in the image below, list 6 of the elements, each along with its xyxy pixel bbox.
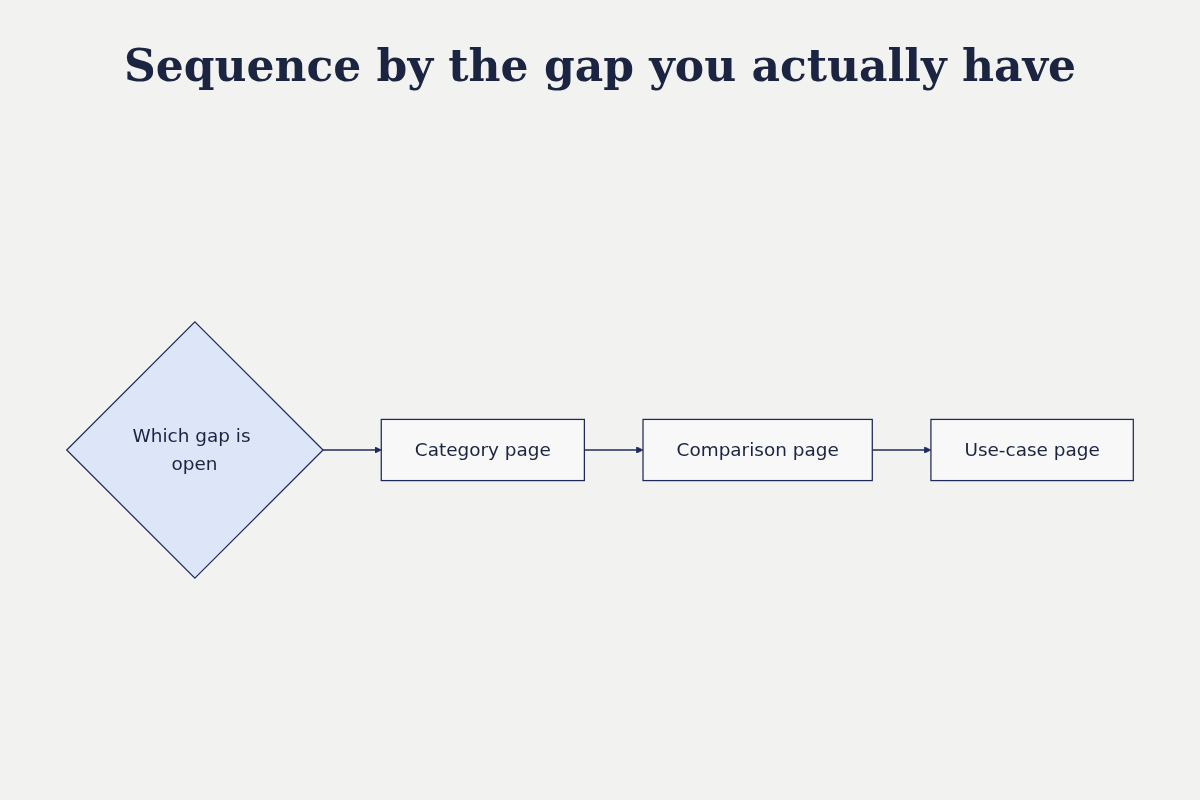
node-diamond: Which gap is open (65, 320, 324, 580)
node-box: Comparison page (642, 418, 873, 482)
diagram-title: Sequence by the gap you actually have (123, 40, 1077, 91)
arrow (322, 446, 382, 454)
node-box: Use-case page (930, 418, 1134, 482)
node-box: Category page (380, 418, 585, 482)
